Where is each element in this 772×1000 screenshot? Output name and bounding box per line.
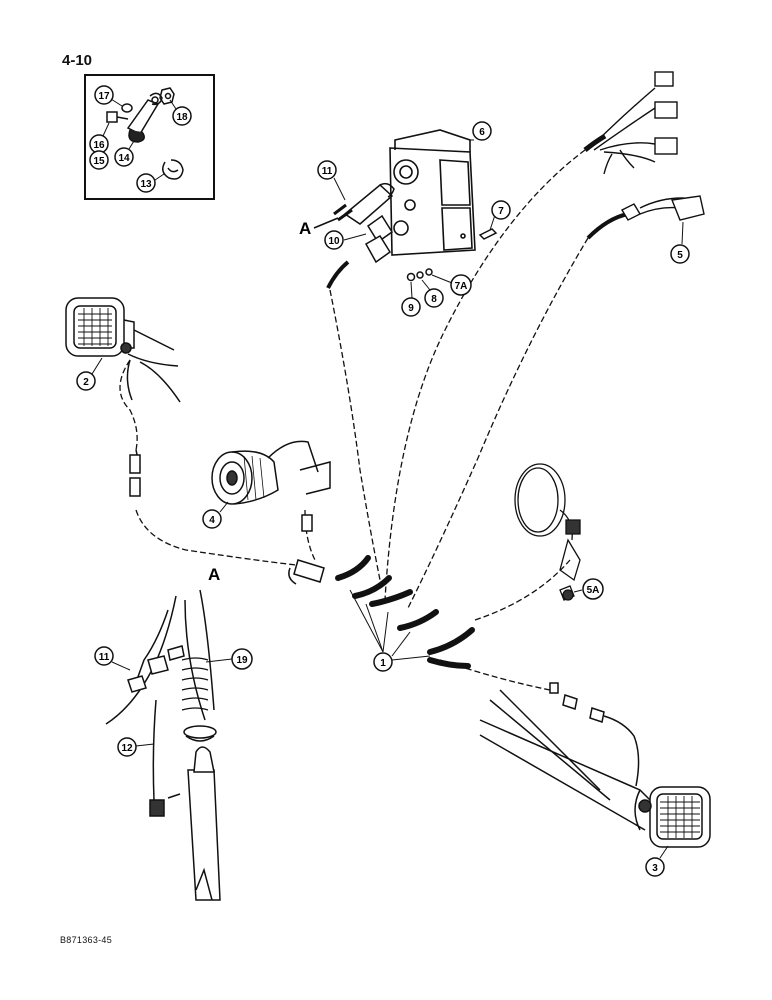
svg-text:6: 6 [479, 127, 485, 138]
svg-text:16: 16 [93, 140, 105, 151]
callout-19: 19 [205, 648, 253, 670]
callout-10: 10 [324, 230, 367, 250]
callout-6: 6 [470, 121, 492, 141]
svg-text:5: 5 [677, 250, 683, 261]
connection-mark-a-bottom: A [208, 565, 220, 584]
lamp-2 [65, 297, 181, 403]
callout-1: 1 [349, 589, 431, 672]
harness-ties [335, 555, 475, 669]
alarm-5a [514, 463, 581, 601]
svg-text:3: 3 [652, 863, 658, 874]
callout-13: 13 [136, 173, 165, 193]
callout-4: 4 [202, 501, 229, 529]
svg-text:11: 11 [322, 166, 333, 177]
horn-4 [211, 440, 331, 505]
callout-7: 7 [489, 200, 511, 231]
svg-text:1: 1 [380, 658, 386, 669]
switch-assembly [105, 589, 221, 901]
bolt-part [106, 111, 129, 123]
module-connector-11 [333, 182, 395, 225]
nut-part [159, 87, 175, 105]
callout-9: 9 [401, 281, 421, 317]
svg-text:4: 4 [209, 515, 215, 526]
svg-text:5A: 5A [587, 585, 600, 596]
svg-text:17: 17 [98, 91, 110, 102]
callout-8: 8 [421, 279, 444, 308]
callout-18: 18 [169, 99, 192, 126]
svg-text:14: 14 [118, 153, 130, 164]
drawing-id: B871363-45 [60, 935, 113, 945]
relay-connector-5 [586, 195, 705, 240]
callout-16: 16 [89, 122, 110, 154]
connection-mark-a-top: A [299, 219, 311, 238]
callout-17: 17 [94, 85, 123, 107]
callout-15: 15 [89, 150, 109, 170]
svg-text:7A: 7A [455, 281, 468, 292]
hardware-inset: 17 18 16 15 14 13 [84, 74, 215, 200]
callout-11-left: 11 [94, 646, 131, 671]
lamp-3 [479, 689, 711, 848]
svg-text:11: 11 [99, 652, 110, 663]
svg-text:2: 2 [83, 377, 89, 388]
harness-wires [119, 149, 589, 691]
washer-part [121, 103, 133, 113]
svg-text:12: 12 [121, 743, 133, 754]
callout-14: 14 [114, 140, 135, 167]
callout-5: 5 [670, 221, 690, 264]
mounting-hardware [406, 228, 498, 282]
clip-part [162, 159, 184, 180]
svg-text:8: 8 [431, 294, 437, 305]
svg-text:15: 15 [93, 156, 105, 167]
clamp-part [126, 92, 163, 143]
callout-12: 12 [117, 737, 155, 757]
page-number: 4-10 [62, 52, 93, 69]
svg-text:7: 7 [498, 206, 504, 217]
callout-3: 3 [645, 845, 669, 877]
svg-text:18: 18 [176, 112, 188, 123]
callout-7a: 7A [431, 274, 472, 296]
svg-text:10: 10 [328, 236, 340, 247]
callout-5a: 5A [573, 578, 604, 600]
callout-2: 2 [76, 357, 103, 391]
control-module [389, 129, 476, 256]
harness-segments [126, 359, 640, 787]
svg-text:13: 13 [140, 179, 152, 190]
svg-text:19: 19 [236, 655, 248, 666]
callout-11-top: 11 [317, 160, 346, 201]
svg-text:9: 9 [408, 303, 414, 314]
upper-connector-bundle [583, 71, 678, 175]
module-connector-10 [326, 214, 394, 289]
